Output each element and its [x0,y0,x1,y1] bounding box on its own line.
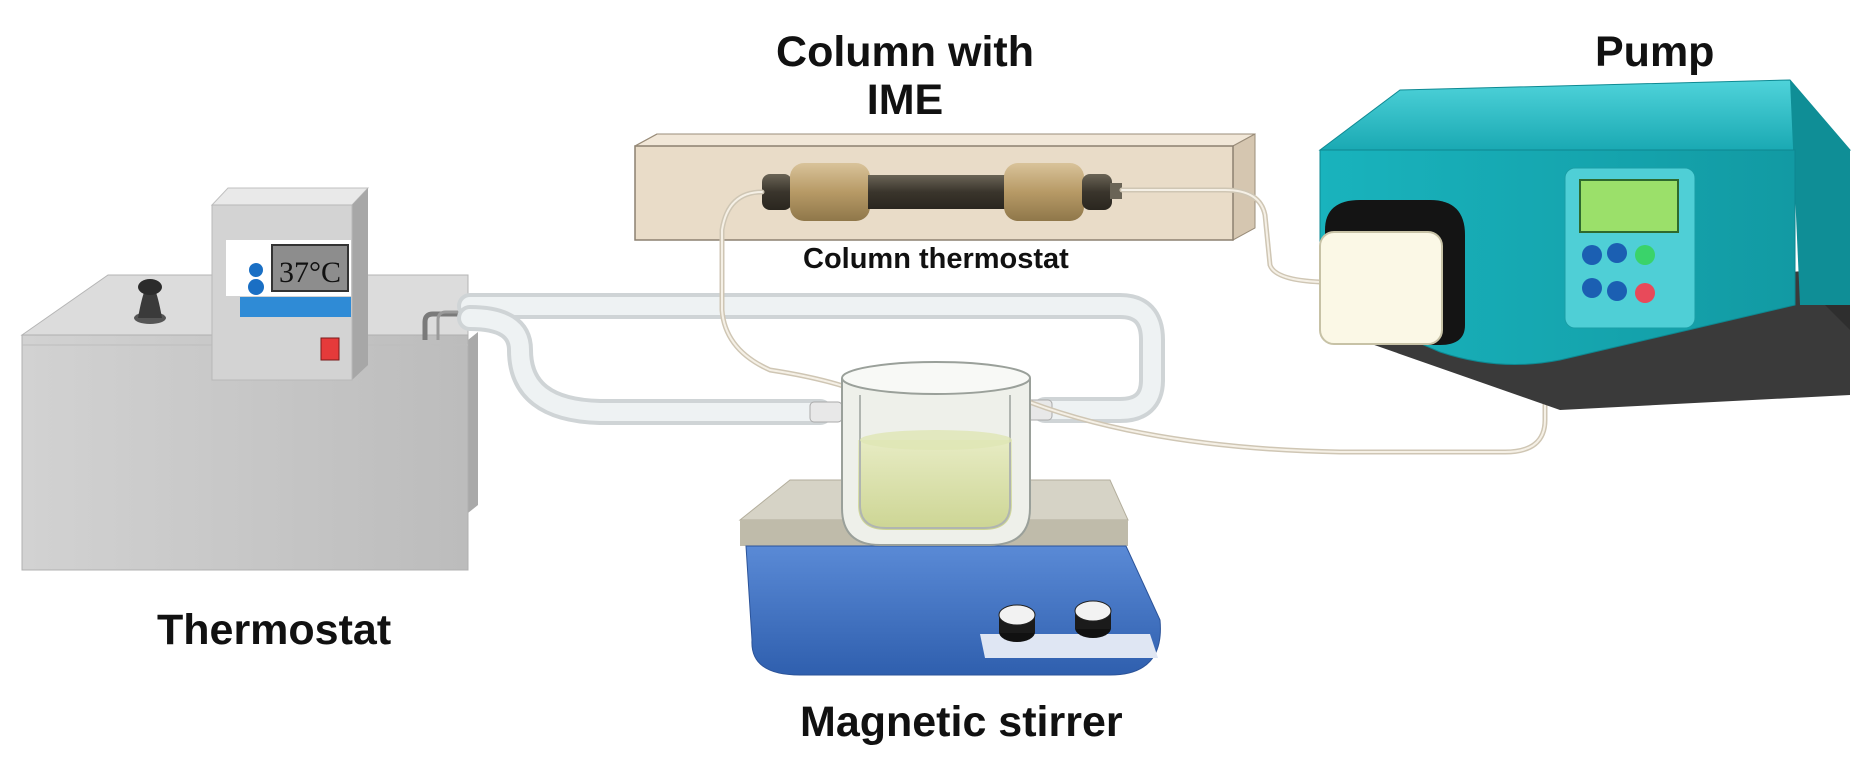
stirrer-knob-icon [998,604,1036,642]
column-title-line2: IME [866,76,944,124]
tubing-icon [457,293,1165,425]
thermostat-bath-icon: 37°C [20,187,478,571]
heater-knob-icon [1074,600,1112,638]
temperature-display: 37°C [279,256,341,289]
pump-label: Pump [1595,28,1715,76]
magnetic-stirrer-label: Magnetic stirrer [800,698,1123,746]
control-box-icon: 37°C [210,187,370,381]
peristaltic-pump-icon [1318,79,1852,410]
column-thermostat-label: Column thermostat [803,243,1069,275]
column-icon [762,163,1122,221]
beaker-icon [841,361,1031,546]
thermostat-label: Thermostat [157,606,392,654]
column-title-label: Column with IME [740,28,1070,124]
column-title-line1: Column with [776,28,1034,76]
lid-knob-icon [134,279,166,324]
